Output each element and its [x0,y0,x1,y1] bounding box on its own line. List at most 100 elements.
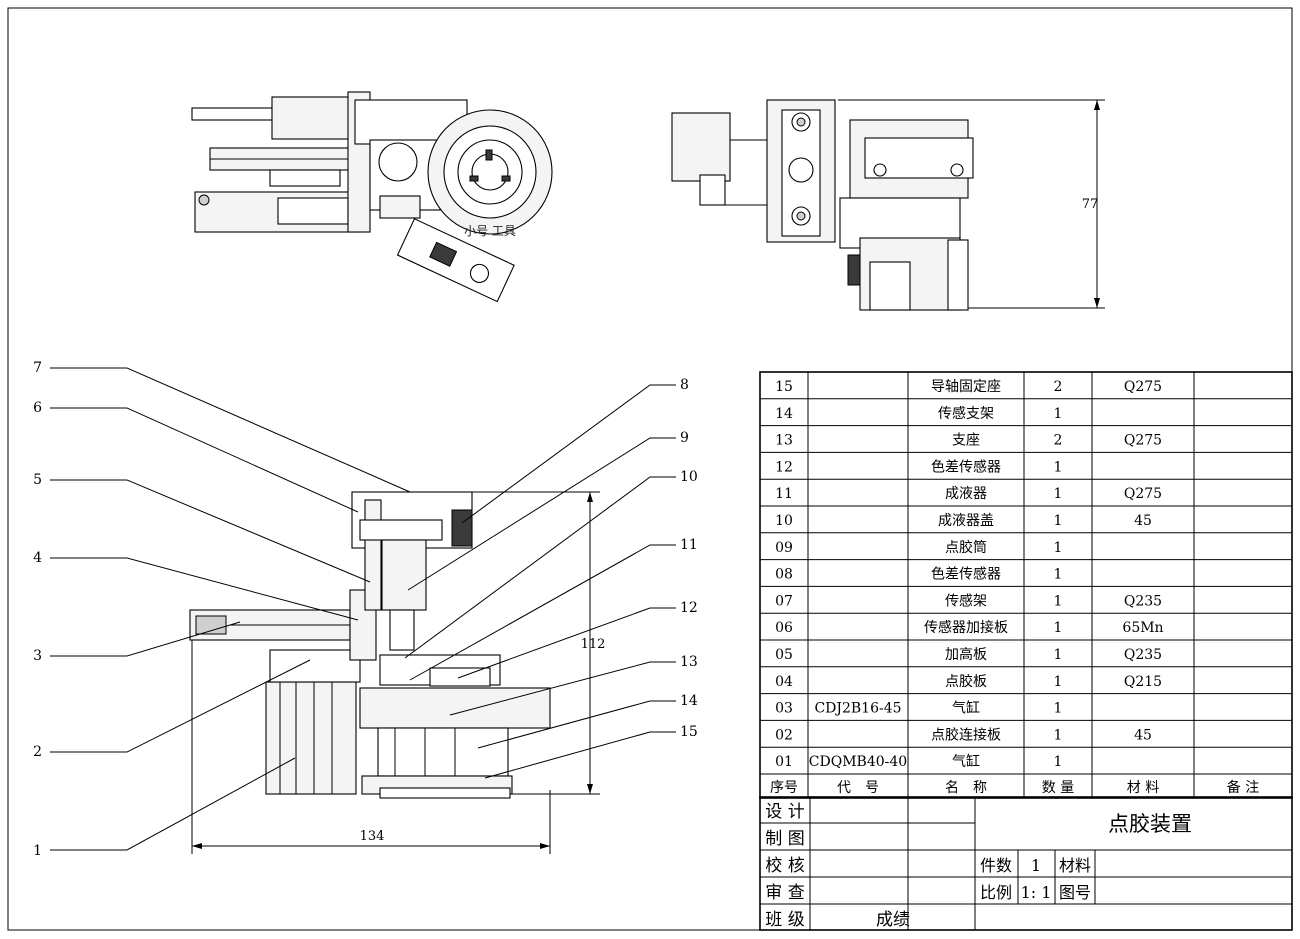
bom-cell-qty: 1 [1054,567,1063,583]
leader-label-2: 2 [33,744,42,760]
bom-cell-qty: 2 [1054,379,1063,395]
role-design: 设 计 [765,802,804,822]
bom-cell-name: 点胶板 [945,673,987,690]
role-drafting: 制 图 [765,829,804,849]
bom-cell-no: 08 [775,567,793,583]
bom-cell-no: 13 [775,433,793,449]
bom-cell-name: 成液器 [945,486,987,502]
bom-cell-name: 气缸 [952,700,980,717]
bom-cell-qty: 1 [1054,593,1063,609]
leader-label-group: 7 6 5 4 3 2 1 8 9 10 11 12 13 14 15 [33,360,698,859]
scale-value: 1: 1 [1021,883,1052,902]
role-class: 班 级 [765,910,804,930]
bom-cell-name: 点胶筒 [945,539,987,556]
leader-label-3: 3 [33,648,42,664]
bom-cell-material: Q275 [1124,379,1162,395]
bom-cell-name: 加高板 [945,646,987,663]
bom-cell-material: Q235 [1124,593,1162,609]
view-stamp-text: 小号 工具 [464,224,516,238]
bom-cell-qty: 1 [1054,406,1063,422]
bom-cell-no: 01 [775,754,793,770]
bom-cell-qty: 1 [1054,513,1063,529]
leader-label-5: 5 [33,472,42,488]
leader-label-11: 11 [680,537,698,553]
dimension-112: 112 [581,637,606,652]
bom-cell-no: 03 [775,701,793,717]
bom-cell-code: CDQMB40-40 [809,754,907,770]
bom-cell-material: Q215 [1124,674,1162,690]
bom-cell-name: 色差传感器 [931,566,1001,583]
bom-cell-material: 45 [1134,727,1152,743]
bom-cell-code: CDJ2B16-45 [814,701,901,717]
bom-header-material: 材 料 [1127,780,1159,796]
title-block: 设 计 制 图 校 核 审 查 班 级 成绩 点胶装置 件数 1 材料 比例 1… [759,796,1293,931]
score-label: 成绩 [876,910,910,930]
bom-cell-no: 15 [775,379,793,395]
bom-header-name: 名 称 [945,780,987,796]
leader-lines [50,367,676,851]
bom-cell-name: 传感支架 [938,405,994,422]
bom-cell-qty: 1 [1054,754,1063,770]
bom-cell-qty: 2 [1054,433,1063,449]
bom-cell-name: 气缸 [952,753,980,770]
role-review: 审 查 [765,883,804,903]
bom-cell-qty: 1 [1054,620,1063,636]
dimension-134: 134 [360,829,385,844]
drawing-title: 点胶装置 [1108,812,1192,836]
leader-label-10: 10 [680,469,698,485]
bom-cell-material: 65Mn [1122,620,1163,636]
leader-label-1: 1 [33,843,42,859]
bom-cell-no: 10 [775,513,793,529]
bom-cell-no: 05 [775,647,793,663]
bom-cell-no: 14 [775,406,793,422]
bom-cell-name: 色差传感器 [931,458,1001,475]
front-view-drawing: 112 134 [189,491,606,854]
dimension-77: 77 [1082,197,1099,212]
bom-cell-no: 04 [775,674,793,690]
leader-label-15: 15 [680,724,698,740]
leader-label-6: 6 [33,400,42,416]
bom-cell-no: 02 [775,727,793,743]
role-checking: 校 核 [765,856,804,876]
bom-cell-no: 07 [775,593,793,609]
leader-label-13: 13 [680,654,698,670]
bom-frame [759,371,1293,799]
bom-header-code: 代 号 [837,780,879,796]
bom-cell-qty: 1 [1054,540,1063,556]
bom-cell-material: Q275 [1124,433,1162,449]
bom-header-remark: 备 注 [1227,779,1259,796]
bom-cell-no: 06 [775,620,793,636]
pieces-label: 件数 [980,856,1012,875]
bom-cell-no: 09 [775,540,793,556]
leader-label-9: 9 [680,430,689,446]
bom-cell-name: 传感架 [945,592,987,609]
bom-cell-name: 成液器盖 [938,513,994,529]
bom-cell-qty: 1 [1054,701,1063,717]
bom-cell-name: 传感器加接板 [924,619,1008,636]
bom-header-no: 序号 [770,780,798,796]
side-view-drawing: 77 [671,99,1105,311]
leader-label-7: 7 [33,360,42,376]
bom-cell-material: Q235 [1124,647,1162,663]
bom-cell-no: 12 [775,459,793,475]
bom-header-qty: 数 量 [1042,780,1074,796]
drawing-number-label: 图号 [1059,883,1091,902]
bom-cell-no: 11 [775,486,793,502]
leader-label-14: 14 [680,693,698,709]
sheet-border [7,7,1293,931]
scale-label: 比例 [980,883,1012,902]
bom-cell-qty: 1 [1054,674,1063,690]
bom-cell-material: Q275 [1124,486,1162,502]
bom-cell-qty: 1 [1054,459,1063,475]
pieces-value: 1 [1031,856,1041,875]
bom-cell-material: 45 [1134,513,1152,529]
leader-label-4: 4 [33,550,42,566]
bom-cell-qty: 1 [1054,486,1063,502]
leader-label-8: 8 [680,377,689,393]
bom-cell-name: 支座 [952,433,980,449]
bom-cell-name: 点胶连接板 [931,726,1001,743]
top-view-drawing: 小号 工具 [191,91,553,303]
bom-cell-name: 导轴固定座 [931,379,1001,395]
